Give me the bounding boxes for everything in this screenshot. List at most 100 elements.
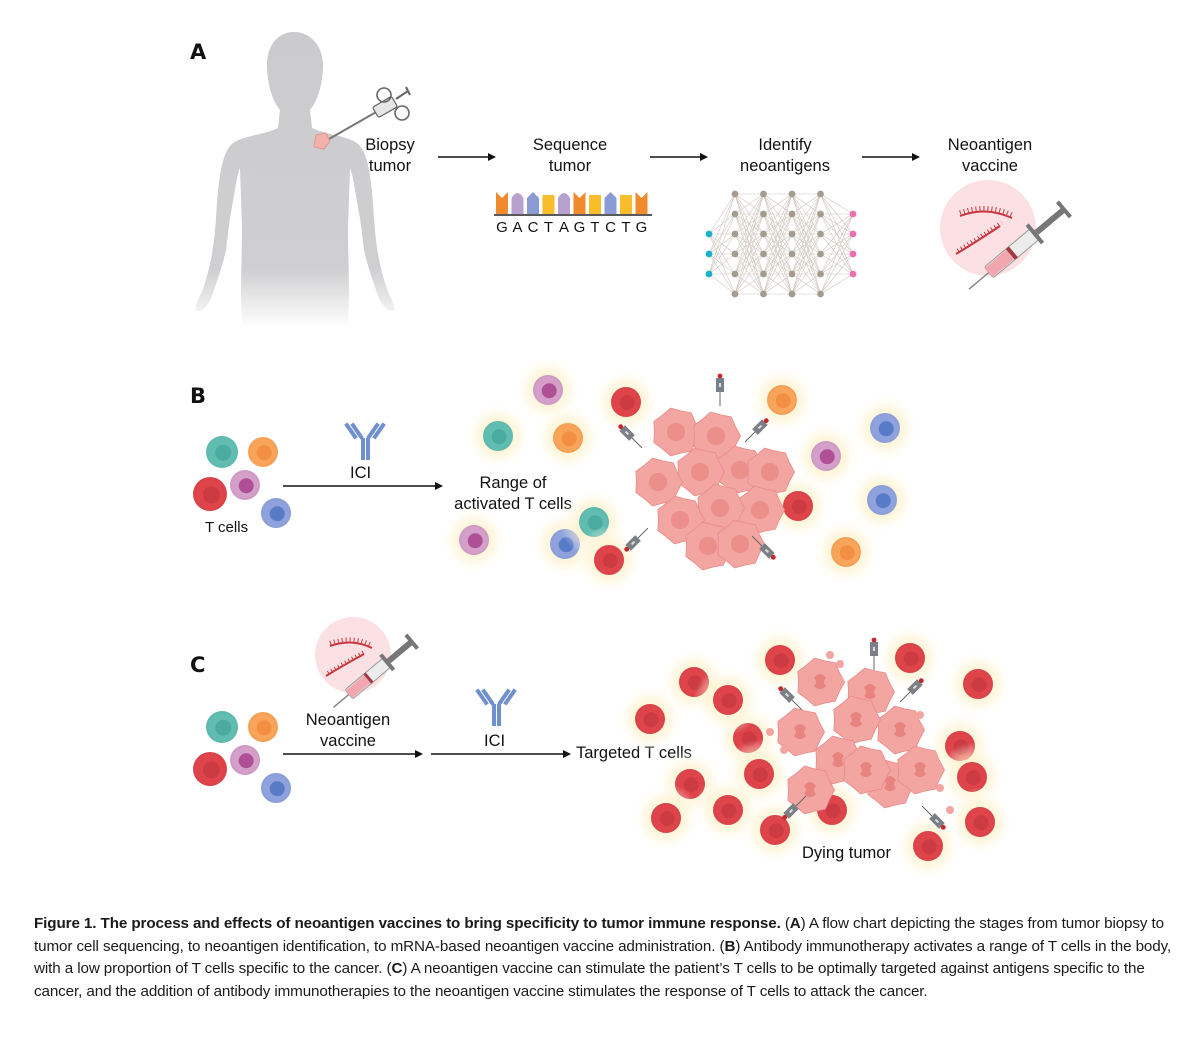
red-t-cell bbox=[574, 525, 644, 595]
caption-c-text: A neoantigen vaccine can stimulate the p… bbox=[34, 960, 1145, 1000]
step-line: Biopsy bbox=[365, 136, 415, 154]
bound-antibody-icon bbox=[751, 535, 776, 560]
teal-t-cell bbox=[206, 711, 238, 743]
output-node bbox=[849, 270, 857, 278]
ici-label-b: ICI bbox=[350, 464, 372, 482]
ici-label-c: ICI bbox=[484, 732, 506, 750]
label-line: Range of bbox=[479, 474, 547, 492]
hidden-node bbox=[731, 270, 739, 278]
base-G: G bbox=[496, 192, 508, 236]
base-C: C bbox=[604, 192, 617, 236]
red-t-cell bbox=[893, 811, 963, 881]
targeted-t-cells-attacking-tumor bbox=[615, 623, 1015, 881]
dying-tumor-cell bbox=[797, 657, 845, 707]
hidden-node bbox=[788, 230, 796, 238]
base-G: G bbox=[573, 192, 586, 236]
bound-antibody-icon bbox=[778, 686, 803, 711]
step-line: vaccine bbox=[962, 157, 1018, 175]
red-t-cell bbox=[693, 665, 763, 735]
bound-antibody-icon bbox=[618, 424, 643, 449]
input-node bbox=[705, 250, 713, 258]
red-t-cell bbox=[943, 649, 1013, 719]
dying-tumor-cell bbox=[897, 745, 945, 795]
red-t-cell bbox=[945, 787, 1015, 857]
hidden-node bbox=[760, 290, 767, 298]
base-T: T bbox=[589, 195, 601, 236]
vaccine-syringe-icon-c bbox=[315, 617, 420, 708]
hidden-node bbox=[731, 190, 739, 198]
step-line: Neoantigen bbox=[947, 136, 1033, 154]
caption-c-label: C bbox=[391, 960, 403, 978]
bound-antibody-icon bbox=[782, 795, 807, 820]
antibody-ici-icon-c bbox=[475, 688, 517, 726]
caption-a-text: A flow chart depicting the stages from t… bbox=[34, 915, 1164, 955]
hidden-node bbox=[788, 270, 796, 278]
red-t-cell bbox=[740, 795, 810, 865]
step-identify-neoantigens-label: Identify neoantigens bbox=[730, 135, 840, 177]
tumor-cell bbox=[747, 447, 795, 497]
red-t-cell bbox=[875, 623, 945, 693]
input-node bbox=[705, 270, 713, 278]
tumor-debris bbox=[946, 806, 954, 814]
step-line: tumor bbox=[548, 157, 592, 175]
svg-text:A: A bbox=[559, 219, 569, 236]
hidden-node bbox=[817, 210, 824, 218]
orange-t-cell bbox=[248, 437, 278, 467]
tumor-cell bbox=[653, 407, 701, 457]
hidden-node bbox=[788, 210, 796, 218]
hidden-node bbox=[731, 210, 739, 218]
tumor-cell bbox=[737, 485, 785, 535]
svg-text:G: G bbox=[574, 219, 586, 236]
base-C: C bbox=[527, 192, 539, 236]
svg-text:A: A bbox=[512, 219, 522, 236]
neural-network-diagram bbox=[705, 190, 857, 298]
caption-b-label: B bbox=[724, 937, 736, 955]
bound-antibody-icon bbox=[624, 527, 649, 552]
purple-t-cell bbox=[230, 745, 260, 775]
step-line: tumor bbox=[368, 157, 412, 175]
tumor-debris bbox=[780, 746, 788, 754]
biopsy-needle-icon bbox=[313, 86, 411, 150]
base-G: G bbox=[635, 192, 648, 236]
hidden-node bbox=[817, 250, 824, 258]
teal-t-cell bbox=[463, 401, 533, 471]
orange-t-cell bbox=[747, 365, 817, 435]
hidden-node bbox=[788, 190, 796, 198]
tumor-cell bbox=[717, 519, 765, 569]
blue-t-cell bbox=[261, 498, 291, 528]
blue-t-cell bbox=[847, 465, 917, 535]
svg-text:T: T bbox=[621, 219, 630, 236]
step-line: Identify bbox=[758, 136, 812, 154]
hidden-node bbox=[817, 270, 824, 278]
tumor-debris bbox=[766, 728, 774, 736]
bound-antibody-icon bbox=[899, 678, 924, 703]
step-neoantigen-vaccine-label: Neoantigen vaccine bbox=[940, 135, 1040, 177]
bound-antibody-icon bbox=[870, 637, 878, 670]
output-node bbox=[849, 230, 857, 238]
neoantigen-vaccine-label-c: Neoantigen vaccine bbox=[300, 710, 396, 752]
t-cells-label: T cells bbox=[205, 519, 249, 536]
svg-text:G: G bbox=[496, 219, 508, 236]
bound-antibody-icon bbox=[716, 373, 724, 406]
arrow-sequence-to-identify bbox=[650, 153, 708, 161]
svg-text:G: G bbox=[636, 219, 648, 236]
hidden-node bbox=[788, 290, 796, 298]
arrow-ici-b bbox=[283, 482, 443, 490]
input-node bbox=[705, 230, 713, 238]
base-A: A bbox=[511, 193, 524, 236]
hidden-node bbox=[731, 250, 739, 258]
panel-a-label: A bbox=[190, 40, 207, 64]
dying-tumor-cell bbox=[833, 695, 881, 745]
purple-t-cell bbox=[439, 505, 509, 575]
tumor-debris bbox=[826, 651, 834, 659]
panel-c-label: C bbox=[190, 653, 206, 677]
red-t-cell bbox=[615, 684, 685, 754]
vaccine-syringe-icon bbox=[940, 180, 1072, 290]
bound-antibody-icon bbox=[744, 418, 769, 443]
arrow-vaccine-c bbox=[283, 750, 423, 758]
orange-t-cell bbox=[811, 517, 881, 587]
output-node bbox=[849, 210, 857, 218]
blue-t-cell bbox=[850, 393, 920, 463]
hidden-node bbox=[731, 290, 739, 298]
